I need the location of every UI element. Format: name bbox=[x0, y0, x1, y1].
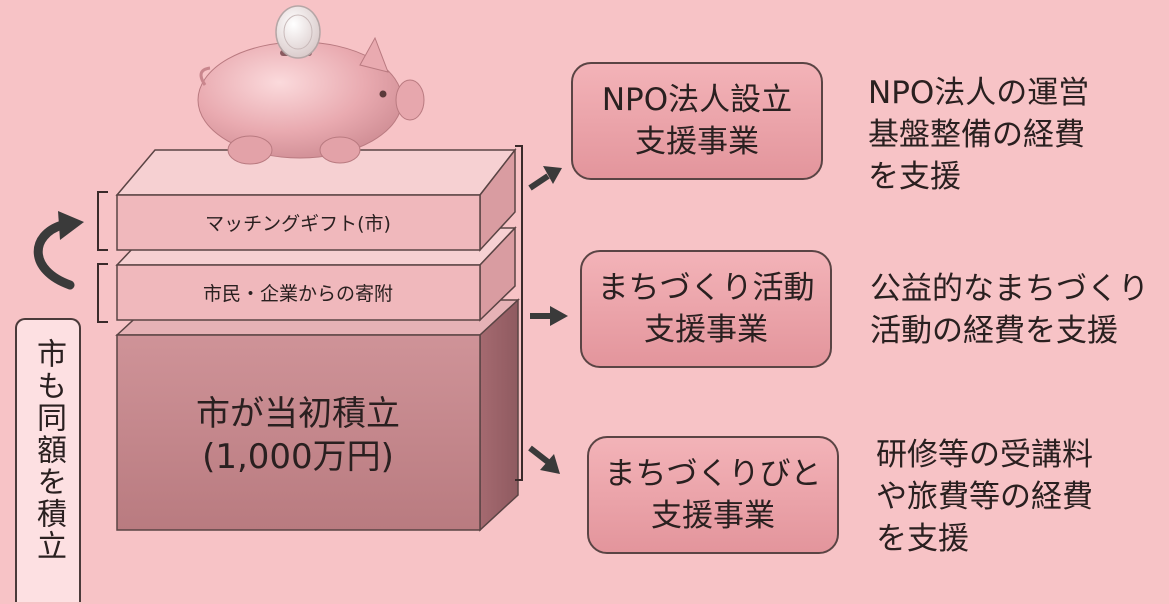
base-label-line1: 市が当初積立 bbox=[196, 394, 400, 434]
program-desc-line1: NPO法人の運営 bbox=[868, 75, 1090, 111]
program-desc-machizukuri-people: 研修等の受講料 や旅費等の経費 を支援 bbox=[876, 434, 1093, 560]
program-desc-line1: 公益的なまちづくり bbox=[870, 271, 1149, 307]
coin-icon bbox=[275, 5, 321, 59]
side-note-text: 市も同額を積立 bbox=[31, 338, 66, 562]
program-title-line1: まちづくりびと bbox=[604, 456, 822, 492]
right-arrow-icon bbox=[528, 445, 560, 474]
program-desc-line3: を支援 bbox=[876, 521, 969, 557]
program-desc-line2: や旅費等の経費 bbox=[876, 479, 1093, 515]
program-box-machizukuri-activity: まちづくり活動 支援事業 bbox=[580, 250, 832, 368]
program-desc-line2: 活動の経費を支援 bbox=[870, 313, 1118, 349]
program-box-machizukuri-people: まちづくりびと 支援事業 bbox=[587, 436, 839, 554]
program-title-line2: 支援事業 bbox=[644, 312, 768, 348]
side-note-box: 市も同額を積立 bbox=[15, 318, 81, 602]
donation-bracket bbox=[97, 263, 108, 323]
matching-gift-bracket bbox=[97, 191, 108, 251]
right-arrow-icon bbox=[528, 166, 562, 191]
programs-bracket bbox=[515, 145, 523, 481]
donation-layer-label: 市民・企業からの寄附 bbox=[203, 283, 393, 305]
program-desc-line1: 研修等の受講料 bbox=[876, 437, 1093, 473]
program-title-line2: 支援事業 bbox=[651, 498, 775, 534]
matching-gift-layer-front bbox=[116, 194, 481, 251]
donation-layer-front bbox=[116, 264, 481, 321]
piggy-bank-icon bbox=[197, 36, 425, 165]
program-box-npo: NPO法人設立 支援事業 bbox=[571, 62, 823, 180]
program-title-line1: NPO法人設立 bbox=[601, 82, 793, 118]
program-title-line2: 支援事業 bbox=[635, 124, 759, 160]
program-desc-line2: 基盤整備の経費 bbox=[868, 117, 1085, 153]
program-desc-machizukuri-activity: 公益的なまちづくり 活動の経費を支援 bbox=[870, 268, 1149, 352]
program-desc-npo: NPO法人の運営 基盤整備の経費 を支援 bbox=[868, 72, 1089, 198]
base-block: 市が当初積立 (1,000万円) bbox=[115, 298, 520, 532]
program-desc-line3: を支援 bbox=[868, 159, 961, 195]
base-label-line2: (1,000万円) bbox=[202, 437, 394, 477]
base-block-front bbox=[116, 334, 481, 531]
base-block-side bbox=[479, 298, 519, 532]
right-arrow-icon bbox=[530, 306, 568, 326]
matching-gift-layer-label: マッチングギフト(市) bbox=[205, 213, 391, 235]
program-title-line1: まちづくり活動 bbox=[597, 270, 815, 306]
curved-arrow-icon bbox=[33, 211, 84, 290]
matching-gift-layer: マッチングギフト(市) bbox=[115, 147, 517, 252]
